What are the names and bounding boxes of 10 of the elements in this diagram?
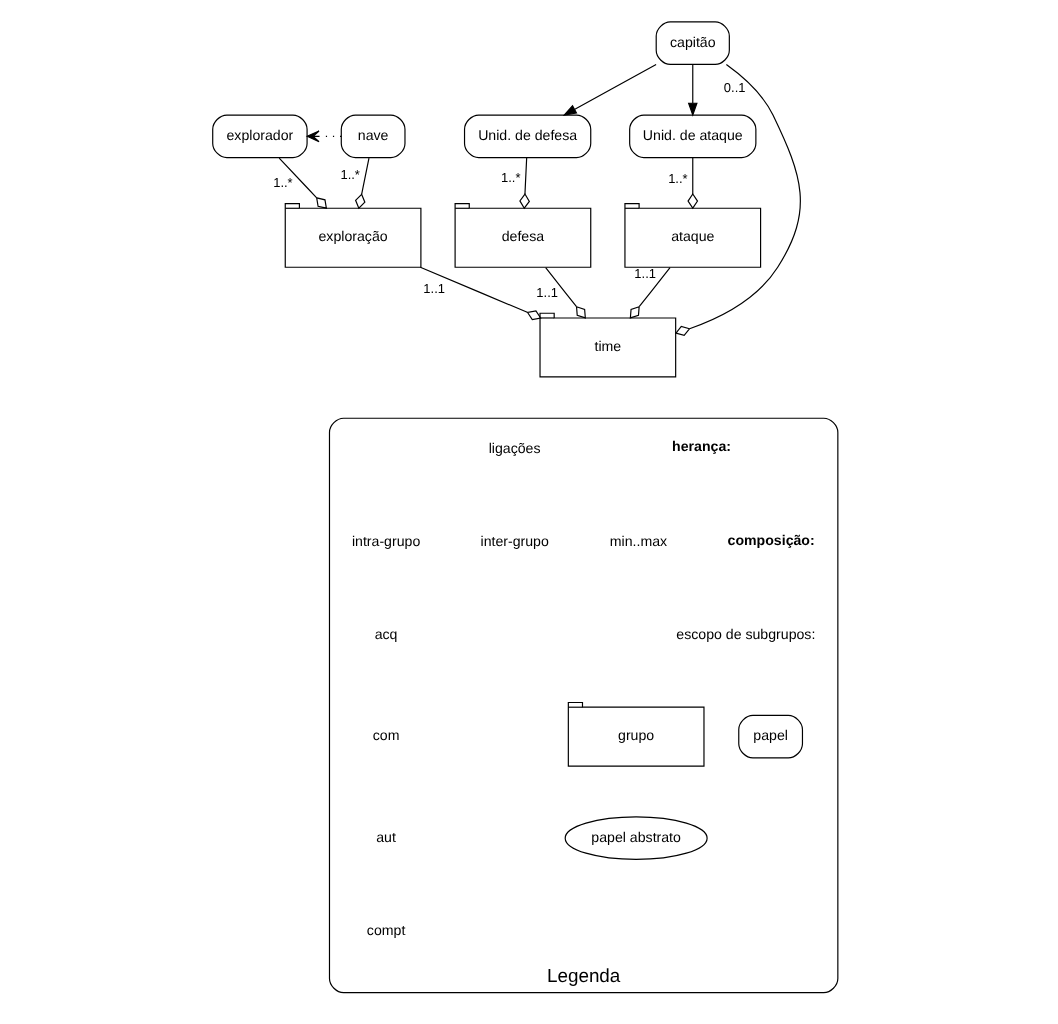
connector [544, 267, 585, 319]
arrow [686, 63, 697, 117]
connector [673, 63, 800, 337]
connector [518, 157, 530, 210]
connector [628, 267, 670, 319]
connector [418, 266, 541, 321]
arrow [305, 130, 341, 143]
connector [353, 157, 369, 210]
connector [686, 157, 698, 210]
arrow [561, 63, 656, 116]
